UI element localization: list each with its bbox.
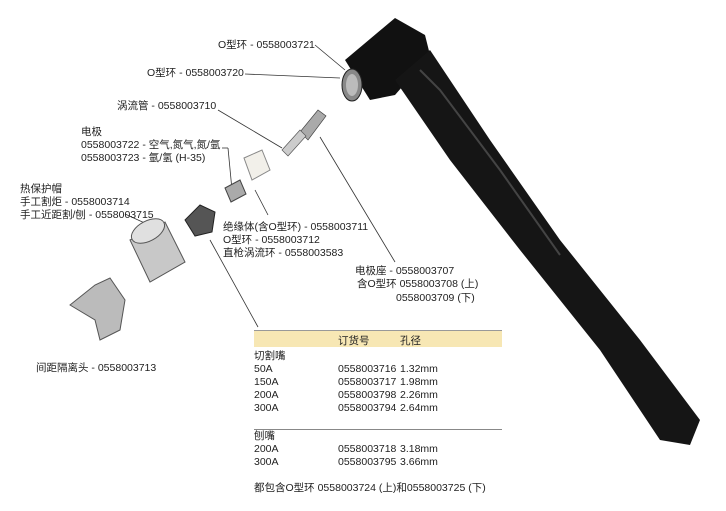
label-shield-2: 手工近距割/刨 - 0558003715 [20,209,154,221]
label-electrode-1: 0558003722 - 空气,氮气,氮/氩 [81,139,221,151]
label-insulator-1: 绝缘体(含O型环) - 0558003711 [223,221,369,233]
electrode-holder [281,109,327,157]
nozzle [184,204,216,237]
order-number: 0558003798 [338,389,397,401]
orifice-size: 3.18mm [400,443,438,455]
order-number: 0558003795 [338,456,397,468]
label-oring-0558003721: O型环 - 0558003721 [218,39,315,51]
current: 50A [254,363,273,375]
current: 150A [254,376,279,388]
order-number: 0558003718 [338,443,397,455]
label-oring-0558003720: O型环 - 0558003720 [147,67,244,79]
group-title-cutting: 切割嘴 [254,350,286,362]
table-header: 订货号 孔径 [254,330,502,347]
footnote: 都包含O型环 0558003724 (上)和0558003725 (下) [254,482,486,494]
insulator [243,149,271,181]
label-electrode-title: 电极 [81,126,102,138]
orifice-size: 1.32mm [400,363,438,375]
electrode [224,179,247,203]
order-number: 0558003794 [338,402,397,414]
label-standoff: 间距隔离头 - 0558003713 [36,362,157,374]
group-title-gouging: 刨嘴 [254,430,275,442]
label-swirl-tube: 涡流管 - 0558003710 [117,100,217,112]
label-holder-3: 0558003709 (下) [396,292,475,304]
orifice-size: 2.64mm [400,402,438,414]
divider [254,429,502,430]
shield-cup [129,218,186,283]
current: 300A [254,456,279,468]
order-number: 0558003717 [338,376,397,388]
order-number: 0558003716 [338,363,397,375]
label-insulator-2: O型环 - 0558003712 [223,234,320,246]
orifice-size: 3.66mm [400,456,438,468]
label-insulator-3: 直枪涡流环 - 0558003583 [223,247,344,259]
leader-lines [124,44,396,328]
standoff-guide [69,277,126,341]
label-holder-1: 电极座 - 0558003707 [355,265,455,277]
orifice-size: 2.26mm [400,389,438,401]
current: 200A [254,443,279,455]
header-orifice: 孔径 [400,335,421,347]
torch-body [341,18,700,445]
current: 200A [254,389,279,401]
label-holder-2: 含O型环 0558003708 (上) [357,278,479,290]
label-shield-1: 手工割炬 - 0558003714 [20,196,130,208]
orifice-size: 1.98mm [400,376,438,388]
label-shield-title: 热保护帽 [20,183,62,195]
current: 300A [254,402,279,414]
header-order-no: 订货号 [338,335,370,347]
label-electrode-2: 0558003723 - 氩/氢 (H-35) [81,152,206,164]
